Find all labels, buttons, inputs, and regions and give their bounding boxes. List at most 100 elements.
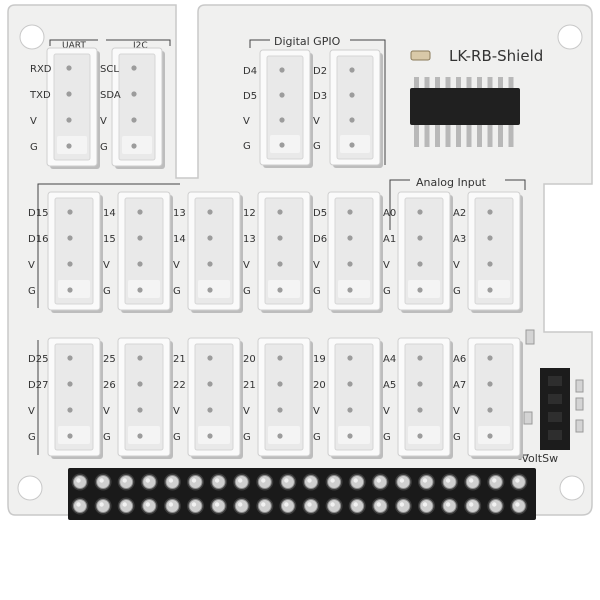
connector-pin — [207, 355, 213, 361]
pin-label: G — [103, 432, 111, 443]
pin-label: V — [453, 406, 460, 417]
pin-label: V — [313, 116, 320, 127]
connector-pin — [417, 407, 423, 413]
pin-label: V — [453, 260, 460, 271]
connector-pin — [207, 235, 213, 241]
pin-label: D16 — [28, 234, 48, 245]
connector-pin — [349, 117, 355, 123]
connector-pin — [487, 433, 493, 439]
connector-pin — [417, 287, 423, 293]
ic-chip — [410, 77, 520, 147]
pin-label: G — [453, 432, 461, 443]
connector-pin — [207, 261, 213, 267]
connector-pin — [66, 65, 72, 71]
connector-pin — [279, 142, 285, 148]
pin-label: 21 — [173, 354, 186, 365]
connector-pin — [131, 117, 137, 123]
pin-label: 21 — [243, 380, 256, 391]
connector-pin — [131, 143, 137, 149]
connector-pin — [131, 91, 137, 97]
connector-pin — [279, 117, 285, 123]
connector-pin — [207, 287, 213, 293]
pin-label: V — [100, 116, 107, 127]
connector-pin — [347, 407, 353, 413]
connector-pin — [67, 261, 73, 267]
connector-pin — [207, 407, 213, 413]
connector-pin — [349, 142, 355, 148]
gpio-pins — [71, 473, 528, 515]
connector-pin — [277, 407, 283, 413]
pin-label: V — [103, 260, 110, 271]
i2c-label: I2C — [133, 41, 148, 51]
pin-label: V — [313, 406, 320, 417]
pin-label: 22 — [173, 380, 186, 391]
connector-pin — [66, 91, 72, 97]
connector-pin — [347, 381, 353, 387]
pin-label: G — [243, 141, 251, 152]
pin-label: G — [313, 432, 321, 443]
connector-pin — [137, 381, 143, 387]
pin-label: G — [30, 142, 38, 153]
volt-switch-jumper[interactable] — [540, 368, 570, 450]
connector-pin — [277, 261, 283, 267]
pin-label: 14 — [173, 234, 186, 245]
connector-pin — [279, 67, 285, 73]
pin-label: D27 — [28, 380, 48, 391]
pin-label: V — [103, 406, 110, 417]
gpio-header — [68, 468, 536, 520]
pin-label: 15 — [103, 234, 116, 245]
digital-gpio-label: Digital GPIO — [274, 35, 341, 48]
pin-label: V — [243, 116, 250, 127]
pin-label: A4 — [383, 354, 396, 365]
pin-label: 25 — [103, 354, 116, 365]
connector-pin — [417, 261, 423, 267]
pin-label: V — [313, 260, 320, 271]
mount-hole-bottom-left — [17, 475, 43, 501]
connector-pin — [137, 407, 143, 413]
connector-pin — [349, 67, 355, 73]
connector-pin — [137, 235, 143, 241]
connector-pin — [487, 287, 493, 293]
pin-label: V — [173, 260, 180, 271]
pin-label: 12 — [243, 208, 256, 219]
connector-pin — [417, 235, 423, 241]
connector-pin — [347, 355, 353, 361]
connector-pin — [417, 381, 423, 387]
smd-parts — [523, 329, 584, 433]
pin-label: A6 — [453, 354, 466, 365]
connector-pin — [67, 381, 73, 387]
pin-label: A5 — [383, 380, 396, 391]
board-title: LK-RB-Shield — [449, 47, 543, 65]
connector-pin — [417, 209, 423, 215]
connector-pin — [277, 287, 283, 293]
pin-label: V — [30, 116, 37, 127]
pin-label: A0 — [383, 208, 396, 219]
pin-label: G — [243, 432, 251, 443]
connector-pin — [131, 65, 137, 71]
pin-label: V — [28, 406, 35, 417]
connector-pin — [207, 209, 213, 215]
pin-label: A2 — [453, 208, 466, 219]
pin-label: D15 — [28, 208, 48, 219]
pin-label: G — [28, 286, 36, 297]
connector-pin — [347, 433, 353, 439]
